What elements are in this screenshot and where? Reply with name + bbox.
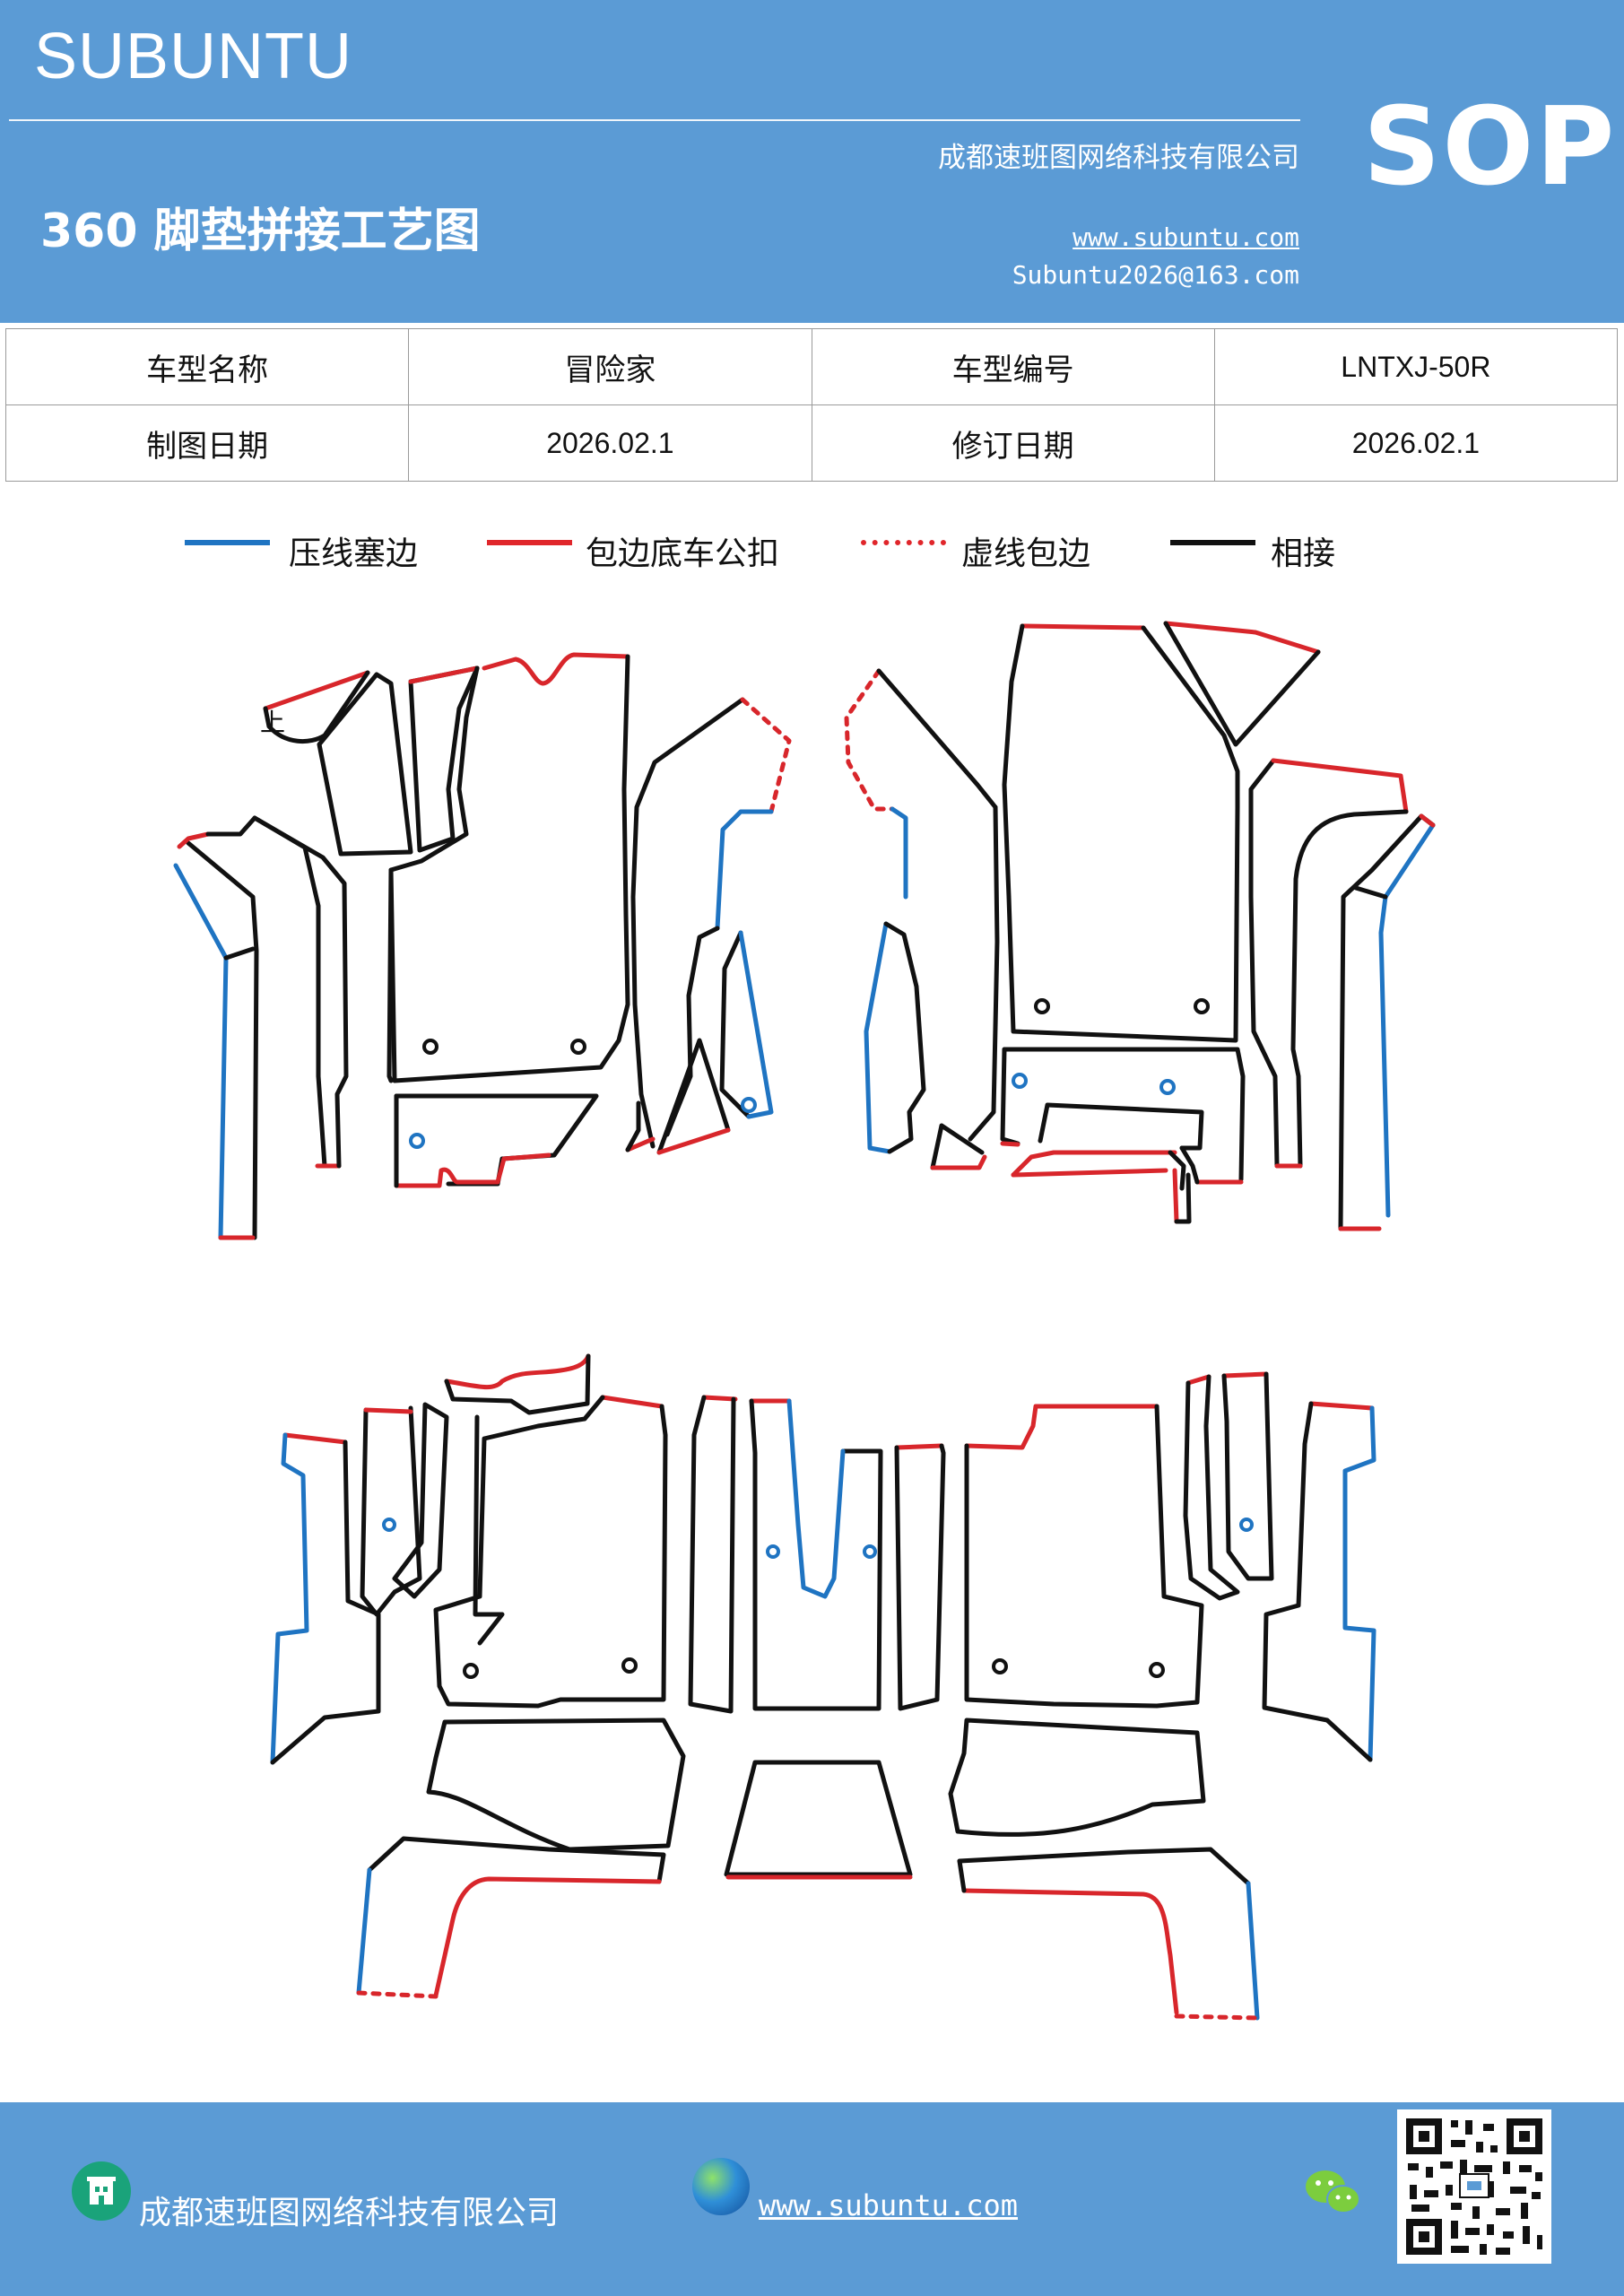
legend-label: 压线塞边 [289, 535, 419, 572]
header-website-link[interactable]: www.subuntu.com [1073, 222, 1299, 252]
sop-label: SOP [1363, 85, 1617, 210]
building-icon [72, 2161, 131, 2221]
table-row: 制图日期 2026.02.1 修订日期 2026.02.1 [4, 404, 1619, 482]
rear-mat-group [270, 1353, 1376, 2021]
table-cell: 制图日期 [4, 404, 410, 482]
footer-website-link[interactable]: www.subuntu.com [759, 2188, 1018, 2222]
legend-swatch [487, 540, 572, 545]
legend-label: 虚线包边 [961, 535, 1091, 572]
vehicle-info-table: 车型名称 冒险家 车型编号 LNTXJ-50R 制图日期 2026.02.1 修… [4, 328, 1619, 482]
legend-label: 相接 [1271, 535, 1336, 572]
header-banner: SUBUNTU 成都速班图网络科技有限公司 360 脚垫拼接工艺图 www.su… [0, 0, 1624, 323]
qr-code [1397, 2109, 1551, 2264]
legend-swatch [1170, 540, 1255, 545]
direction-marker: 上 [260, 708, 285, 737]
front-left-mat-group: 上 [173, 652, 792, 1240]
header-divider [9, 119, 1300, 121]
table-row: 车型名称 冒险家 车型编号 LNTXJ-50R [4, 328, 1619, 405]
table-cell: LNTXJ-50R [1213, 328, 1619, 405]
table-cell: 修订日期 [811, 404, 1215, 482]
table-cell: 车型编号 [811, 328, 1215, 405]
line-legend: 压线塞边 包边底车公扣 虚线包边 相接 [0, 520, 1624, 574]
document-title: 360 脚垫拼接工艺图 [40, 204, 481, 258]
table-cell: 冒险家 [408, 328, 812, 405]
header-company-name: 成都速班图网络科技有限公司 [938, 142, 1299, 174]
legend-swatch [861, 540, 946, 545]
table-cell: 2026.02.1 [408, 404, 812, 482]
legend-swatch [185, 540, 270, 545]
table-cell: 车型名称 [4, 328, 410, 405]
front-right-mat-group [844, 621, 1436, 1231]
wechat-icon[interactable] [1302, 2165, 1365, 2219]
footer-company-name: 成都速班图网络科技有限公司 [139, 2195, 560, 2231]
brand-logo-text: SUBUNTU [34, 21, 353, 92]
header-email: Subuntu2026@163.com [1012, 260, 1299, 290]
footer-banner: 成都速班图网络科技有限公司 www.subuntu.com [0, 2102, 1624, 2296]
globe-icon [692, 2158, 750, 2215]
legend-label: 包边底车公扣 [586, 535, 780, 572]
table-cell: 2026.02.1 [1213, 404, 1619, 482]
